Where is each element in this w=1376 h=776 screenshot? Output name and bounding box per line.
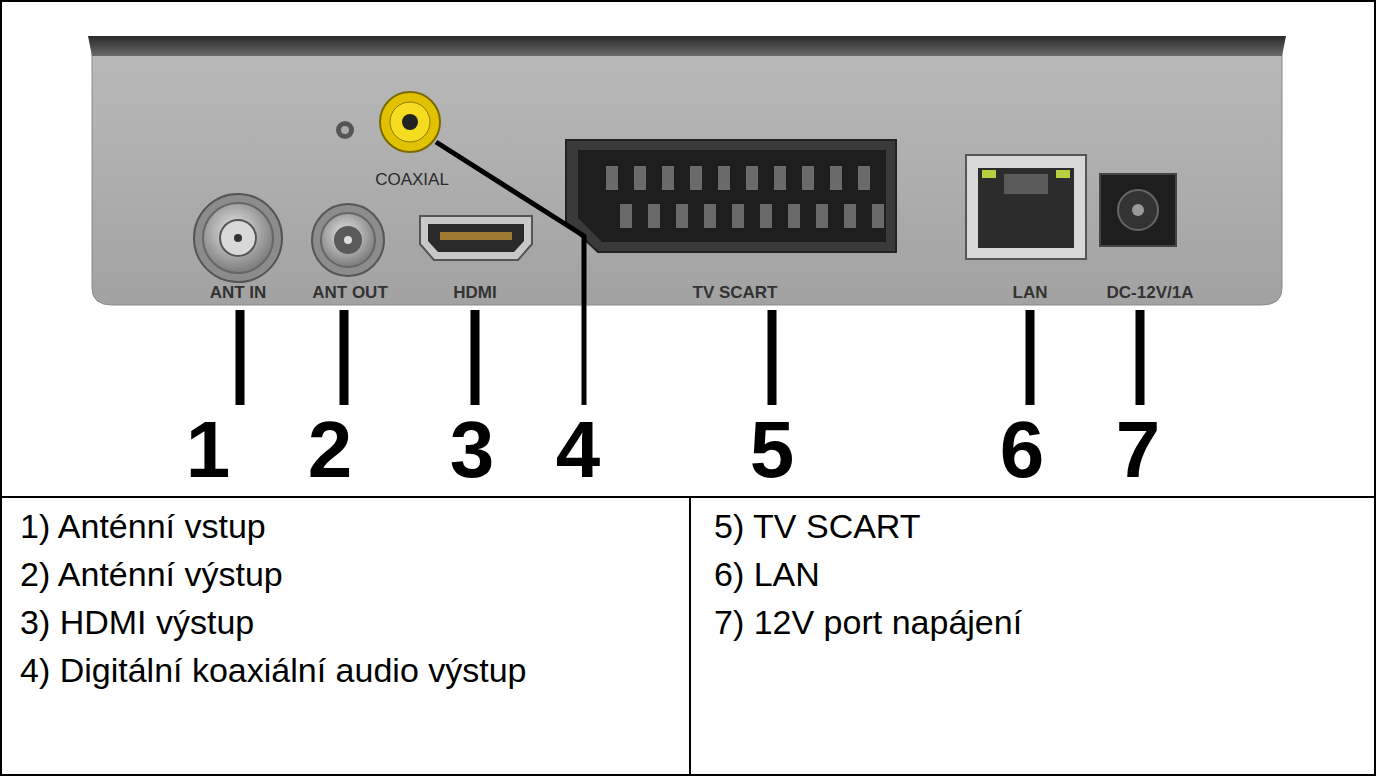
dc-power-jack <box>1100 174 1176 246</box>
scart-pin <box>662 166 674 190</box>
hdmi-port <box>420 216 532 260</box>
port-label: TV SCART <box>693 283 778 303</box>
table-divider <box>689 497 691 776</box>
leader-line <box>340 310 349 405</box>
ant-in-connector <box>194 194 282 282</box>
screw <box>336 121 354 139</box>
scart-pin <box>802 166 814 190</box>
scart-pin <box>676 204 688 228</box>
callout-number: 2 <box>308 410 353 490</box>
lan-port <box>966 155 1086 259</box>
ant-out-connector <box>312 204 384 276</box>
scart-pin <box>648 204 660 228</box>
leader-line <box>1026 310 1035 405</box>
scart-pin <box>746 166 758 190</box>
scart-pin <box>690 166 702 190</box>
callout-number: 7 <box>1116 410 1161 490</box>
scart-connector <box>566 140 896 252</box>
leader-lines <box>240 142 1140 405</box>
table-cell: 4) Digitální koaxiální audio výstup <box>20 651 527 690</box>
panel-top-edge <box>88 36 1286 56</box>
coaxial-rca-jack <box>380 92 440 152</box>
callout-number: 5 <box>750 410 795 490</box>
table-cell: 7) 12V port napájení <box>714 603 1022 642</box>
callout-number: 6 <box>1000 410 1045 490</box>
callout-number: 3 <box>450 410 495 490</box>
scart-pin <box>760 204 772 228</box>
scart-pin <box>718 166 730 190</box>
port-label: LAN <box>1013 283 1048 303</box>
port-label: DC-12V/1A <box>1107 283 1194 303</box>
leader-line <box>768 310 777 405</box>
scart-pin <box>620 204 632 228</box>
scart-pin <box>844 204 856 228</box>
scart-pin <box>872 204 884 228</box>
table-cell: 5) TV SCART <box>714 507 921 546</box>
scart-pin <box>830 166 842 190</box>
scart-pin <box>774 166 786 190</box>
scart-pin <box>704 204 716 228</box>
scart-pin <box>606 166 618 190</box>
table-cell: 3) HDMI výstup <box>20 603 254 642</box>
leader-line <box>236 310 245 405</box>
scart-pin <box>634 166 646 190</box>
table-cell: 6) LAN <box>714 555 820 594</box>
callout-number: 1 <box>186 410 231 490</box>
scart-pin <box>732 204 744 228</box>
table-cell: 2) Anténní výstup <box>20 555 283 594</box>
callout-number: 4 <box>556 410 601 490</box>
scart-pin <box>816 204 828 228</box>
port-label: HDMI <box>453 283 496 303</box>
table-cell: 1) Anténní vstup <box>20 507 266 546</box>
panel-body <box>92 48 1282 305</box>
scart-pin <box>858 166 870 190</box>
leader-line <box>436 142 584 405</box>
port-label: ANT IN <box>210 283 267 303</box>
port-label: ANT OUT <box>312 283 388 303</box>
leader-line <box>471 310 480 405</box>
scart-pin <box>788 204 800 228</box>
table-rule <box>0 496 1376 498</box>
leader-line <box>1136 310 1145 405</box>
port-label: COAXIAL <box>375 170 449 190</box>
